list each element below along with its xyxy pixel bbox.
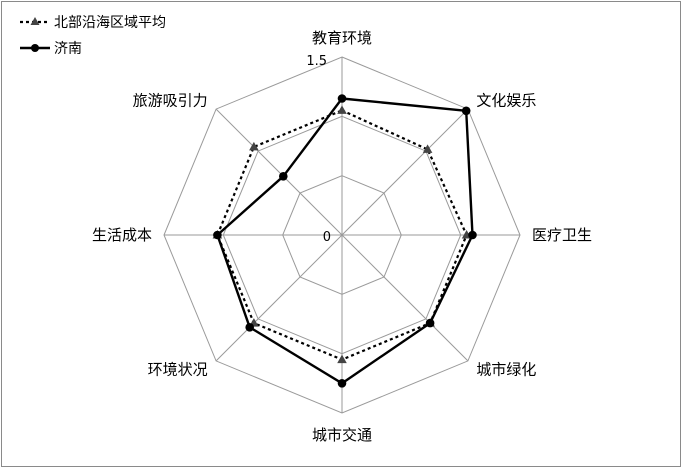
axis-spoke-4 <box>341 234 469 362</box>
radar-series <box>212 94 477 388</box>
axis-label-3: 医疗卫生 <box>532 226 592 244</box>
series-1-point-8 <box>249 141 259 151</box>
legend-item-northern-coast-avg: 北部沿海区域平均 <box>20 15 166 31</box>
tick-label-max: 1.5 <box>306 54 327 69</box>
series-2-point-6 <box>245 323 254 332</box>
axis-spoke-2 <box>341 108 469 236</box>
tick-label-min: 0 <box>323 230 331 245</box>
series-2-point-8 <box>279 172 288 181</box>
axis-label-4: 城市绿化 <box>476 360 536 378</box>
legend-triangle-marker <box>30 17 40 25</box>
series-2-line <box>216 97 474 385</box>
axis-label-6: 环境状况 <box>148 360 208 378</box>
series-2-point-2 <box>461 106 471 116</box>
series-1-point-2 <box>422 144 433 153</box>
series-2-point-1 <box>337 94 347 103</box>
radar-spokes <box>164 57 520 413</box>
series-2-point-5 <box>337 379 347 388</box>
legend-label-northern-coast-avg: 北部沿海区域平均 <box>54 15 166 31</box>
series-1-point-5 <box>337 354 347 364</box>
axis-spoke-8 <box>215 108 343 236</box>
legend-circle-marker <box>31 44 39 52</box>
axis-label-7: 生活成本 <box>92 226 152 244</box>
series-2-point-4 <box>425 318 435 328</box>
axis-label-8: 旅游吸引力 <box>133 92 208 110</box>
series-2-point-7 <box>213 230 222 240</box>
axis-label-1: 教育环境 <box>312 29 372 47</box>
legend-item-jinan: 济南 <box>20 41 82 57</box>
axis-label-5: 城市交通 <box>312 426 372 444</box>
axis-spoke-6 <box>215 234 343 362</box>
legend: 北部沿海区域平均 济南 <box>20 15 166 57</box>
legend-label-jinan: 济南 <box>54 41 82 57</box>
series-1-point-1 <box>337 105 347 114</box>
axis-label-2: 文化娱乐 <box>476 92 536 110</box>
series-2 <box>213 94 477 388</box>
series-2-point-3 <box>468 230 477 240</box>
